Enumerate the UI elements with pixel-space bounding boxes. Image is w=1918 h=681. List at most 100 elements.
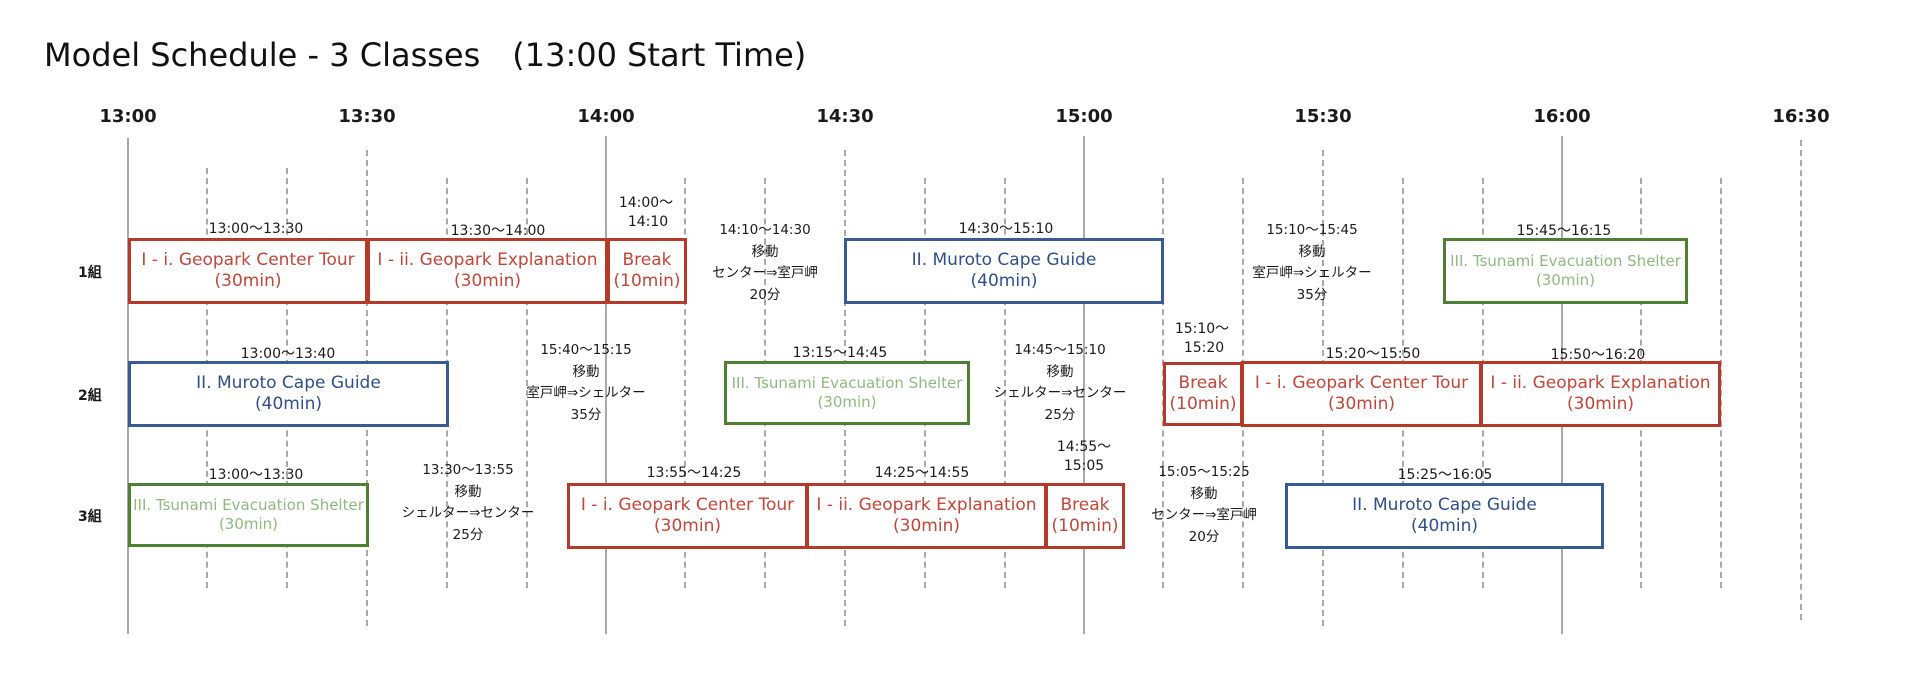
move-note: 14:10～14:30 移動 センター⇒室戸岬 20分: [712, 220, 818, 306]
move-label: 移動: [1298, 243, 1326, 260]
time-label: 13:00～13:30: [208, 467, 304, 483]
time-label: 15:50～16:20: [1550, 347, 1646, 363]
activity-block-muroto-cape-guide: II. Muroto Cape Guide (40min): [1285, 483, 1604, 549]
move-duration: 20分: [1188, 528, 1220, 545]
gridline-1500: [1083, 136, 1085, 634]
move-note: 15:05～15:25 移動 センター⇒室戸岬 20分: [1151, 462, 1257, 548]
tick-1630: 16:30: [1772, 106, 1830, 127]
page-title: Model Schedule - 3 Classes (13:00 Start …: [44, 36, 807, 74]
tick-1400: 14:00: [577, 106, 635, 127]
gridline-1620: [1720, 178, 1722, 588]
move-label: 移動: [1190, 485, 1218, 502]
time-label: 14:30～15:10: [958, 221, 1054, 237]
move-time: 14:10～14:30: [719, 222, 811, 238]
activity-duration: (30min): [817, 393, 877, 411]
time-label: 15:45～16:15: [1516, 223, 1612, 239]
activity-label: Break: [1060, 494, 1110, 515]
time-label: 15:25～16:05: [1397, 467, 1493, 483]
move-route: センター⇒室戸岬: [712, 265, 818, 282]
move-time: 13:30～13:55: [422, 462, 514, 478]
activity-block-center-tour: I - i. Geopark Center Tour (30min): [128, 238, 368, 304]
move-time: 15:05～15:25: [1158, 464, 1250, 480]
activity-duration: (40min): [970, 271, 1038, 291]
time-label: 14:25～14:55: [874, 465, 970, 481]
move-label: 移動: [1046, 363, 1074, 380]
move-duration: 25分: [452, 526, 484, 543]
time-label: 13:55～14:25: [646, 465, 742, 481]
time-label: 15:20～15:50: [1325, 346, 1421, 362]
activity-label: I - i. Geopark Center Tour: [1254, 372, 1469, 393]
activity-label: I - ii. Geopark Explanation: [1490, 372, 1711, 393]
activity-label: II. Muroto Cape Guide: [1352, 494, 1537, 515]
activity-block-geopark-explanation: I - ii. Geopark Explanation (30min): [806, 483, 1047, 549]
activity-label: III. Tsunami Evacuation Shelter: [731, 374, 963, 393]
activity-block-break: Break (10min): [607, 238, 687, 304]
tick-1300: 13:00: [99, 106, 157, 127]
time-label: 13:30～14:00: [450, 223, 546, 239]
time-label: 15:10～: [1174, 321, 1230, 337]
time-label: 15:20: [1183, 340, 1225, 356]
activity-block-tsunami-shelter: III. Tsunami Evacuation Shelter (30min): [724, 361, 970, 425]
activity-duration: (30min): [454, 271, 521, 291]
move-label: 移動: [572, 363, 600, 380]
time-label: 14:00～: [618, 195, 674, 211]
activity-label: III. Tsunami Evacuation Shelter: [133, 496, 364, 515]
move-route: シェルター⇒センター: [401, 505, 535, 522]
activity-block-muroto-cape-guide: II. Muroto Cape Guide (40min): [128, 361, 449, 427]
activity-duration: (30min): [893, 516, 960, 536]
activity-duration: (30min): [1328, 394, 1395, 414]
gridline-1400: [605, 136, 607, 634]
tick-1530: 15:30: [1294, 106, 1352, 127]
activity-label: I - i. Geopark Center Tour: [141, 249, 355, 270]
activity-block-tsunami-shelter: III. Tsunami Evacuation Shelter (30min): [1443, 238, 1688, 304]
move-label: 移動: [454, 483, 482, 500]
activity-label: Break: [622, 249, 672, 270]
move-note: 14:45～15:10 移動 シェルター⇒センター 25分: [994, 340, 1127, 426]
activity-duration: (30min): [214, 271, 282, 291]
move-duration: 35分: [1296, 286, 1328, 303]
gridline-1630: [1800, 140, 1802, 620]
activity-label: II. Muroto Cape Guide: [911, 249, 1097, 270]
move-route: シェルター⇒センター: [993, 385, 1127, 402]
activity-duration: (30min): [218, 515, 279, 533]
move-label: 移動: [751, 243, 779, 260]
move-route: センター⇒室戸岬: [1151, 507, 1257, 524]
time-label: 15:05: [1063, 458, 1105, 474]
row-label-3: 3組: [78, 509, 102, 525]
activity-duration: (10min): [613, 271, 681, 291]
activity-block-center-tour: I - i. Geopark Center Tour (30min): [1241, 361, 1482, 427]
activity-block-geopark-explanation: I - ii. Geopark Explanation (30min): [1480, 361, 1721, 427]
gridline-1450: [1004, 178, 1006, 588]
tick-1330: 13:30: [338, 106, 396, 127]
activity-duration: (40min): [255, 394, 322, 414]
tick-1600: 16:00: [1533, 106, 1591, 127]
activity-label: I - ii. Geopark Explanation: [816, 494, 1037, 515]
activity-block-break: Break (10min): [1045, 483, 1125, 549]
move-route: 室戸岬⇒シェルター: [526, 385, 646, 402]
activity-label: I - i. Geopark Center Tour: [580, 494, 795, 515]
row-label-1: 1組: [78, 265, 102, 281]
move-note: 15:10～15:45 移動 室戸岬⇒シェルター 35分: [1252, 220, 1371, 306]
time-label: 14:10: [627, 214, 669, 230]
activity-duration: (30min): [654, 516, 721, 536]
activity-label: III. Tsunami Evacuation Shelter: [1450, 252, 1681, 271]
activity-block-break: Break (10min): [1163, 362, 1243, 426]
move-duration: 25分: [1044, 406, 1076, 423]
activity-duration: (10min): [1169, 394, 1237, 414]
activity-block-muroto-cape-guide: II. Muroto Cape Guide (40min): [844, 238, 1164, 304]
activity-label: Break: [1178, 372, 1228, 393]
move-time: 15:10～15:45: [1266, 222, 1358, 238]
activity-block-tsunami-shelter: III. Tsunami Evacuation Shelter (30min): [128, 483, 369, 547]
activity-duration: (30min): [1567, 394, 1634, 414]
move-duration: 20分: [749, 286, 781, 303]
activity-block-center-tour: I - i. Geopark Center Tour (30min): [567, 483, 808, 549]
activity-duration: (40min): [1411, 516, 1478, 536]
gridline-1350: [526, 178, 528, 588]
activity-block-geopark-explanation: I - ii. Geopark Explanation (30min): [367, 238, 608, 304]
tick-1500: 15:00: [1055, 106, 1113, 127]
activity-label: II. Muroto Cape Guide: [196, 372, 381, 393]
move-note: 15:40～15:15 移動 室戸岬⇒シェルター 35分: [526, 340, 645, 426]
row-label-2: 2組: [78, 388, 102, 404]
time-label: 14:55～: [1056, 439, 1112, 455]
gridline-1410: [684, 178, 686, 588]
